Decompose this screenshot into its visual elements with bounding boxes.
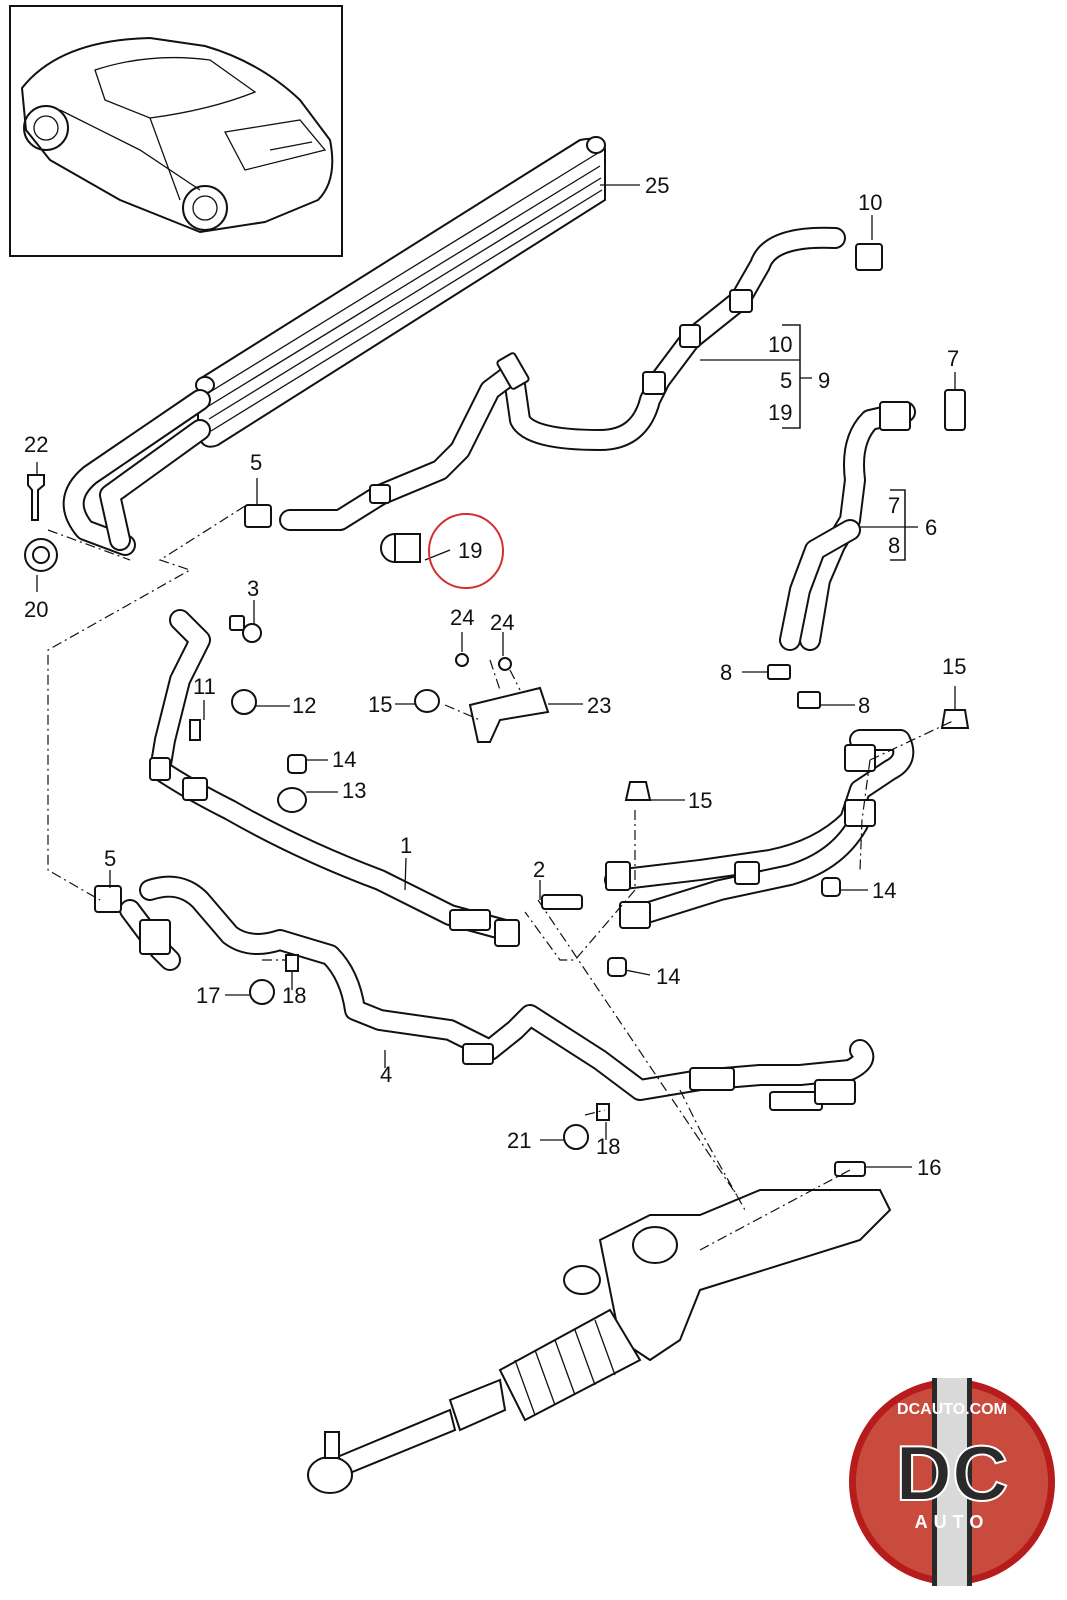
callout-1: 1 [400, 833, 412, 858]
callout-11: 11 [193, 674, 216, 699]
callout-10: 10 [768, 332, 792, 357]
car-thumbnail-icon [9, 5, 343, 257]
logo-sub-text: AUTO [915, 1512, 990, 1532]
callout-14-right: 14 [872, 878, 896, 903]
callout-5-upper: 5 [250, 450, 262, 475]
callout-8-left: 8 [720, 660, 732, 685]
callout-15-left: 15 [368, 692, 392, 717]
dcauto-logo-icon: DCAUTO.COM DC AUTO [849, 1378, 1055, 1586]
callout-15-middle: 15 [688, 788, 712, 813]
callout-5-group9: 5 [780, 368, 792, 393]
logo-main-text: DC [896, 1429, 1009, 1517]
callout-14-upper: 14 [332, 747, 356, 772]
assembly-lines [47, 505, 956, 1251]
callout-18-upper: 18 [282, 983, 306, 1008]
callout-8-right: 8 [858, 693, 870, 718]
callout-8-group6: 8 [888, 533, 900, 558]
steering-rack [307, 1189, 892, 1494]
cooler-25 [195, 136, 606, 448]
callout-16: 16 [917, 1155, 941, 1180]
logo-top-text: DCAUTO.COM [897, 1401, 1007, 1418]
leader-lines [36, 184, 956, 1168]
callout-10-top: 10 [858, 190, 882, 215]
callout-24-left: 24 [450, 605, 474, 630]
callout-20: 20 [24, 597, 48, 622]
callout-22: 22 [24, 432, 48, 457]
callout-25: 25 [645, 173, 669, 198]
callout-9: 9 [818, 368, 830, 393]
highlight-circle [428, 513, 504, 589]
callout-17: 17 [196, 983, 220, 1008]
callout-7: 7 [888, 493, 900, 518]
callout-24-right: 24 [490, 610, 514, 635]
callout-2: 2 [533, 857, 545, 882]
callout-4: 4 [380, 1062, 392, 1087]
callout-21: 21 [507, 1128, 531, 1153]
fittings [24, 243, 970, 1177]
callout-23: 23 [587, 693, 611, 718]
callout-6: 6 [925, 515, 937, 540]
callout-5-lower: 5 [104, 846, 116, 871]
callout-19-circled: 19 [458, 538, 482, 563]
callout-7-top: 7 [947, 346, 959, 371]
callout-3: 3 [247, 576, 259, 601]
callout-18-lower: 18 [596, 1134, 620, 1159]
group-brackets [782, 324, 906, 561]
callout-labels: 25 10 10 5 9 19 7 7 6 8 22 5 19 20 3 24 … [24, 173, 966, 1180]
callout-19-group9: 19 [768, 400, 792, 425]
hoses [62, 226, 916, 1101]
callout-14-lower: 14 [656, 964, 680, 989]
callout-13: 13 [342, 778, 366, 803]
callout-12: 12 [292, 693, 316, 718]
callout-15-right: 15 [942, 654, 966, 679]
